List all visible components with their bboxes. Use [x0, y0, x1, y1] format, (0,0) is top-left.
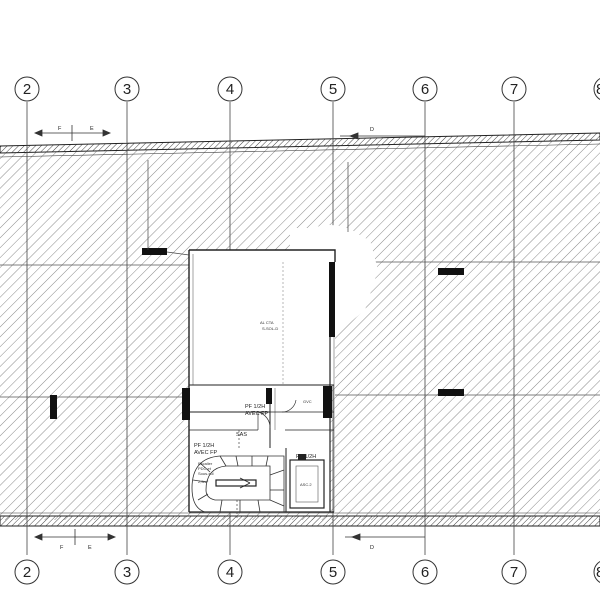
room-label-gvc: GVC	[303, 399, 312, 404]
grid-bubble-8-bottom: 8	[593, 561, 600, 583]
grid-bubble-2-bottom: 2	[14, 559, 40, 585]
door-label-stair-2: AVEC FP	[194, 450, 217, 456]
lift-label: ASC.2	[300, 482, 312, 487]
column-marker	[323, 386, 332, 418]
svg-text:5: 5	[329, 564, 337, 581]
svg-text:3: 3	[123, 564, 131, 581]
svg-text:2: 2	[23, 564, 31, 581]
column-marker	[142, 248, 167, 255]
door-swings	[257, 399, 297, 430]
grid-bubble-3-top: 3	[114, 76, 140, 102]
svg-text:8: 8	[596, 81, 600, 98]
svg-text:7: 7	[510, 81, 518, 98]
section-marks-top	[33, 125, 425, 141]
svg-text:7: 7	[510, 564, 518, 581]
grid-bubble-4-top: 4	[217, 76, 243, 102]
svg-text:6: 6	[421, 564, 429, 581]
grid-bubble-5-top: 5	[320, 76, 346, 102]
column-marker	[50, 395, 57, 419]
section-label-e-top: E	[90, 126, 94, 132]
detail-lines	[147, 160, 349, 520]
staircase	[191, 455, 285, 513]
section-label-f-bottom: F	[60, 545, 64, 551]
top-wall	[0, 132, 600, 154]
bottom-wall	[0, 515, 600, 527]
door-label-lift: PF 1/2H	[296, 454, 316, 460]
grid-bubble-4-bottom: 4	[217, 559, 243, 585]
grid-bubbles-top: 2 3 4 5 6 7 8	[14, 76, 600, 102]
column-marker	[182, 388, 190, 420]
svg-text:2: 2	[23, 81, 31, 98]
svg-text:4: 4	[226, 564, 234, 581]
stair-note-2: PDC et	[198, 466, 212, 471]
door-label-upper-1: PF 1/2H	[245, 404, 265, 410]
stair-area: 2,5m²	[198, 479, 209, 484]
grid-bubble-7-bottom: 7	[501, 559, 527, 585]
grid-bubble-5-bottom: 5	[320, 559, 346, 585]
svg-text:5: 5	[329, 81, 337, 98]
grid-bubble-6-bottom: 6	[412, 559, 438, 585]
room-label-level: S-SOL-D	[262, 326, 278, 331]
stair-note-3: Sous-sol	[198, 471, 214, 476]
section-marks-bottom	[33, 529, 425, 545]
grid-bubble-6-top: 6	[412, 76, 438, 102]
room-label-sas: SAS	[236, 432, 247, 438]
section-label-f-top: F	[58, 126, 62, 132]
svg-text:4: 4	[226, 81, 234, 98]
grid-bubble-3-bottom: 3	[114, 559, 140, 585]
door-label-upper-2: AVEC FP	[245, 411, 268, 417]
svg-text:6: 6	[421, 81, 429, 98]
column-marker	[329, 262, 335, 337]
lift-shaft	[289, 454, 325, 509]
column-markers	[50, 248, 464, 420]
grid-bubble-2-top: 2	[14, 76, 40, 102]
section-label-d-top: D	[370, 127, 374, 133]
svg-text:3: 3	[123, 81, 131, 98]
room-label-cta: AL CTA	[260, 320, 274, 325]
grid-bubble-7-top: 7	[501, 76, 527, 102]
column-marker	[438, 268, 464, 275]
grid-bubble-8-top: 8	[593, 78, 600, 100]
stair-note-1: Escalier	[198, 461, 213, 466]
section-label-e-bottom: E	[88, 545, 92, 551]
door-label-stair-1: PF 1/2H	[194, 443, 214, 449]
section-label-d-bottom: D	[370, 545, 374, 551]
svg-text:8: 8	[596, 564, 600, 581]
column-marker	[266, 388, 272, 404]
grid-bubbles-bottom: 2 3 4 5 6 7 8	[14, 559, 600, 585]
column-marker	[438, 389, 464, 396]
structure-lines	[0, 261, 600, 398]
